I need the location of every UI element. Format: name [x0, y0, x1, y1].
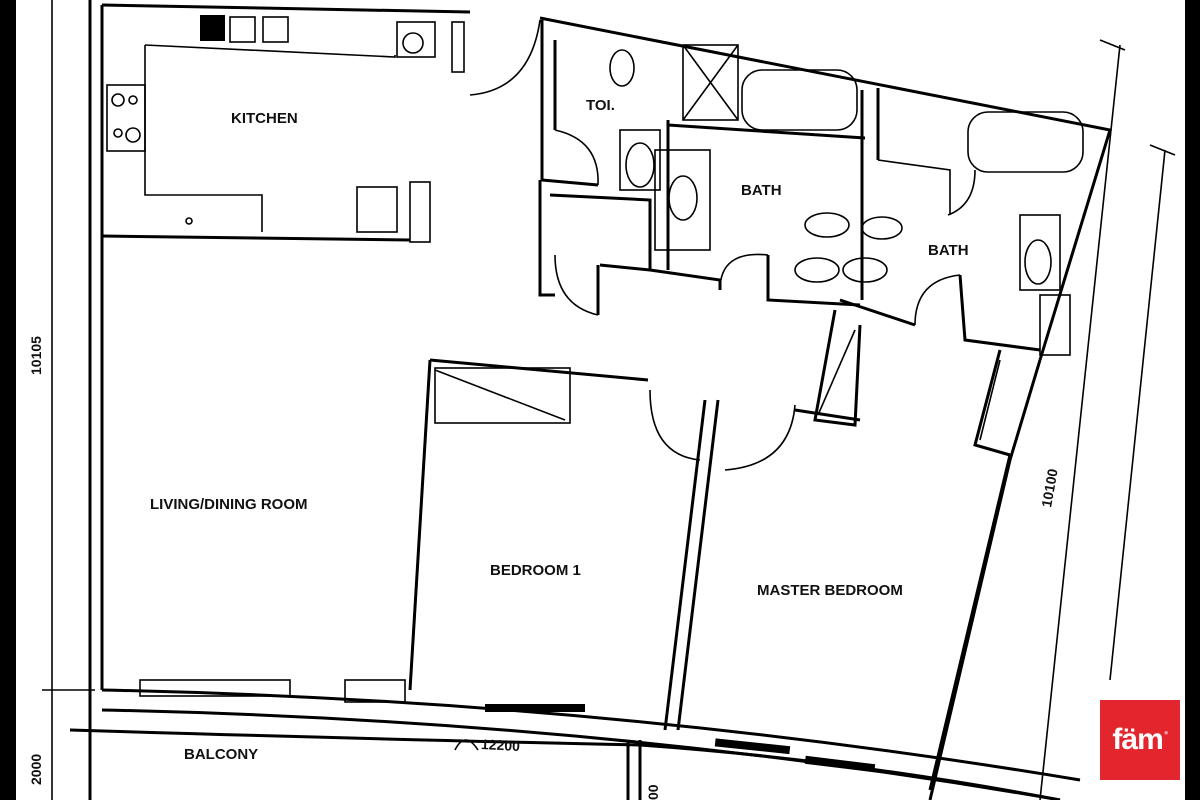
room-label-master-bedroom: MASTER BEDROOM [757, 582, 903, 599]
dimension-left-height: 10105 [28, 336, 44, 375]
brand-logo-text: fäm [1112, 723, 1163, 756]
room-label-bedroom-1: BEDROOM 1 [490, 562, 581, 579]
room-label-bath-2: BATH [928, 242, 969, 259]
walls [69, 0, 1112, 800]
room-label-toilet: TOI. [586, 97, 615, 114]
dimension-bottom-partial: 00 [645, 784, 661, 800]
room-label-balcony: BALCONY [184, 746, 259, 763]
room-label-living-dining: LIVING/DINING ROOM [150, 496, 308, 513]
room-label-kitchen: KITCHEN [231, 110, 298, 127]
brand-logo: fäm● [1100, 700, 1180, 780]
right-border-band [1185, 0, 1200, 800]
dimension-arc-length: 12200 [480, 735, 521, 755]
room-label-bath-1: BATH [741, 182, 782, 199]
left-border-band [0, 0, 16, 800]
dimension-balcony-depth: 2000 [28, 753, 44, 785]
dimension-lines [42, 0, 1176, 800]
